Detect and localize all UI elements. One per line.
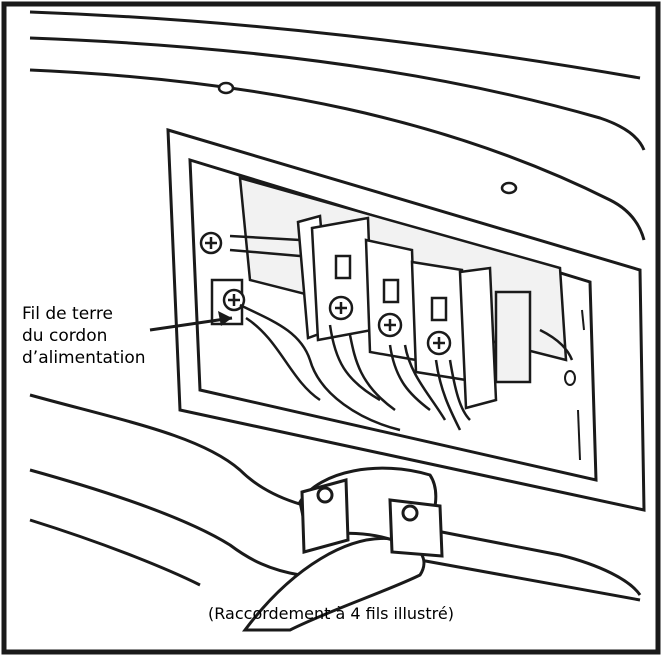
figure-caption: (Raccordement à 4 fils illustré): [208, 604, 454, 623]
screw-hole-2: [500, 181, 518, 195]
bracket-screw-left: [199, 231, 223, 255]
ground-wire-label-line-1: Fil de terre: [22, 304, 113, 324]
ground-wire-label-line-3: d’alimentation: [22, 348, 146, 368]
terminal-screws: [328, 295, 452, 356]
ground-wire-label: Fil de terre du cordon d’alimentation: [22, 303, 146, 369]
screw-hole-1: [217, 81, 235, 95]
ground-wire-label-line-2: du cordon: [22, 326, 108, 346]
appliance-top-edges: [29, 10, 646, 241]
ground-wire-callout-arrow: [149, 311, 233, 332]
terminal-block: [296, 214, 532, 410]
strain-relief-clamp: [241, 466, 444, 632]
power-cord-wires: [229, 234, 574, 432]
appliance-lower-edges: [29, 393, 642, 602]
